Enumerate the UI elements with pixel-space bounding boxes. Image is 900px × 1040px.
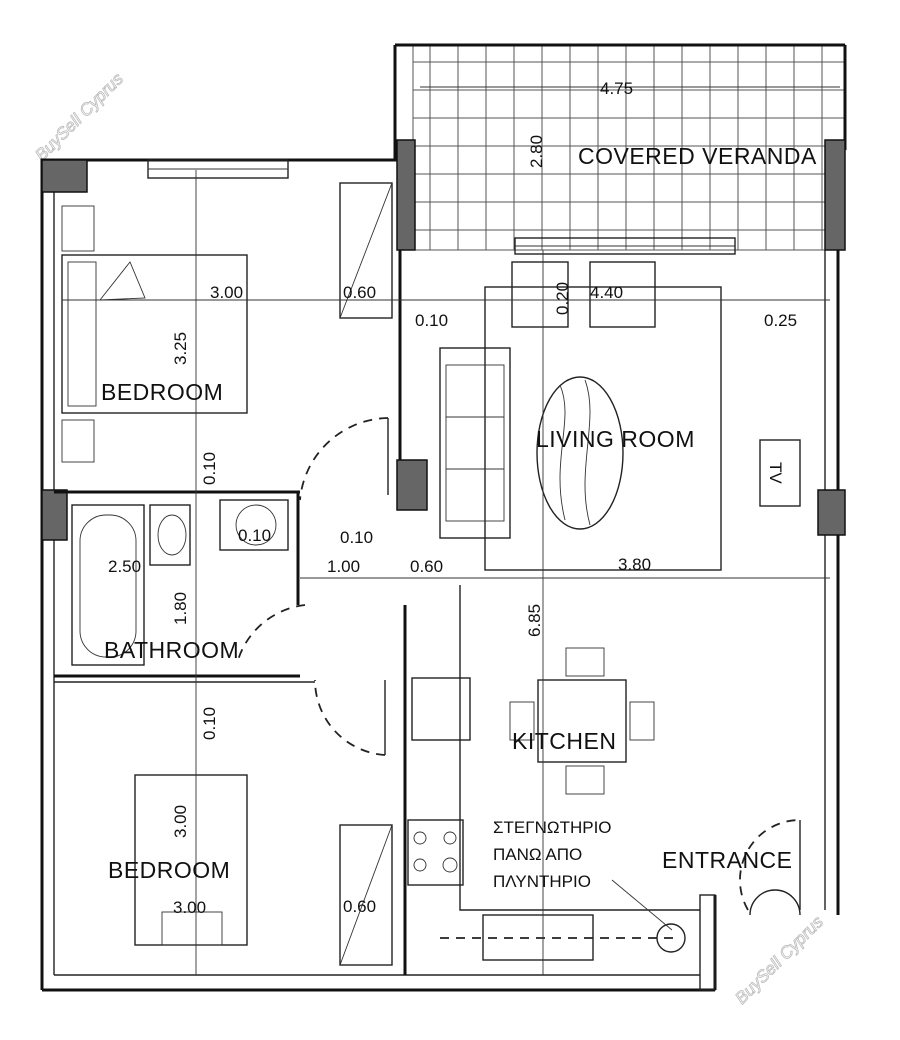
room-label-bathroom: BATHROOM: [104, 637, 239, 663]
closet-top: [339, 182, 393, 319]
coffee-table: [536, 376, 624, 530]
dim-bed1-closet: 0.60: [343, 283, 376, 302]
toilet: [149, 504, 191, 566]
room-label-bedroom-bottom: BEDROOM: [108, 857, 230, 883]
dim-hall-wall: 0.10: [340, 528, 373, 547]
dimension-lines: [62, 86, 840, 975]
washbasin: [219, 499, 289, 551]
entrance-frame: [699, 889, 801, 991]
living-rug: [484, 286, 722, 571]
dryer-note-line-2: ΠΑΝΩ ΑΠΟ: [493, 845, 582, 864]
dim-bath-w: 2.50: [108, 557, 141, 576]
dim-bath-h: 1.80: [171, 592, 190, 625]
watermark-bottom-right: BuySell Cyprus: [731, 912, 827, 1008]
door-swings: [237, 417, 801, 911]
pillar: [396, 139, 416, 251]
armchairs: [511, 261, 656, 328]
dim-living-left: 0.10: [415, 311, 448, 330]
tv-stand: [759, 439, 801, 507]
dim-living-right: 0.25: [764, 311, 797, 330]
dim-living-h: 6.85: [525, 604, 544, 637]
veranda-tile-grid: [412, 44, 846, 251]
dim-veranda-h: 2.80: [527, 135, 546, 168]
pillar: [41, 159, 88, 193]
dryer-note-line-3: ΠΛΥΝΤΗΡΙΟ: [493, 872, 591, 891]
veranda-door: [514, 237, 736, 255]
room-label-kitchen: KITCHEN: [512, 728, 616, 754]
room-label-living: LIVING ROOM: [536, 426, 695, 452]
room-label-veranda: COVERED VERANDA: [578, 143, 817, 169]
pillar: [824, 139, 846, 251]
dim-living-w: 4.40: [590, 283, 623, 302]
pillar: [817, 489, 846, 536]
dryer-note-line-1: ΣΤΕΓΝΩΤΗΡΙΟ: [493, 818, 612, 837]
dim-bed2-h: 3.00: [171, 805, 190, 838]
dim-living-bottom-w: 3.80: [618, 555, 651, 574]
dim-bed2-w: 3.00: [173, 898, 206, 917]
dim-living-top: 0.20: [553, 282, 572, 315]
room-label-entrance: ENTRANCE: [662, 847, 793, 873]
dim-hall-gap: 0.60: [410, 557, 443, 576]
dim-bed2-wall: 0.10: [200, 707, 219, 740]
dim-veranda-w: 4.75: [600, 79, 633, 98]
interior-walls: [54, 250, 407, 975]
bedroom-top-window: [147, 159, 289, 179]
kitchen-counter: [407, 585, 700, 961]
dim-bed1-wall: 0.10: [200, 452, 219, 485]
room-label-bedroom-top: BEDROOM: [101, 379, 223, 405]
pillar: [41, 489, 68, 541]
bed-top: [61, 205, 248, 463]
dim-bed2-closet: 0.60: [343, 897, 376, 916]
dim-hall-w: 1.00: [327, 557, 360, 576]
watermark-top-left: BuySell Cyprus: [31, 69, 127, 165]
bed-bottom: [134, 774, 248, 946]
closet-bottom: [339, 824, 393, 966]
dim-bed1-w: 3.00: [210, 283, 243, 302]
dining-table: [509, 647, 655, 795]
sofa: [439, 347, 511, 539]
tv-label: TV: [766, 462, 785, 484]
pillar: [396, 459, 428, 511]
dim-bath-basin: 0.10: [238, 526, 271, 545]
bathtub: [71, 504, 145, 666]
dim-bed1-h: 3.25: [171, 332, 190, 365]
